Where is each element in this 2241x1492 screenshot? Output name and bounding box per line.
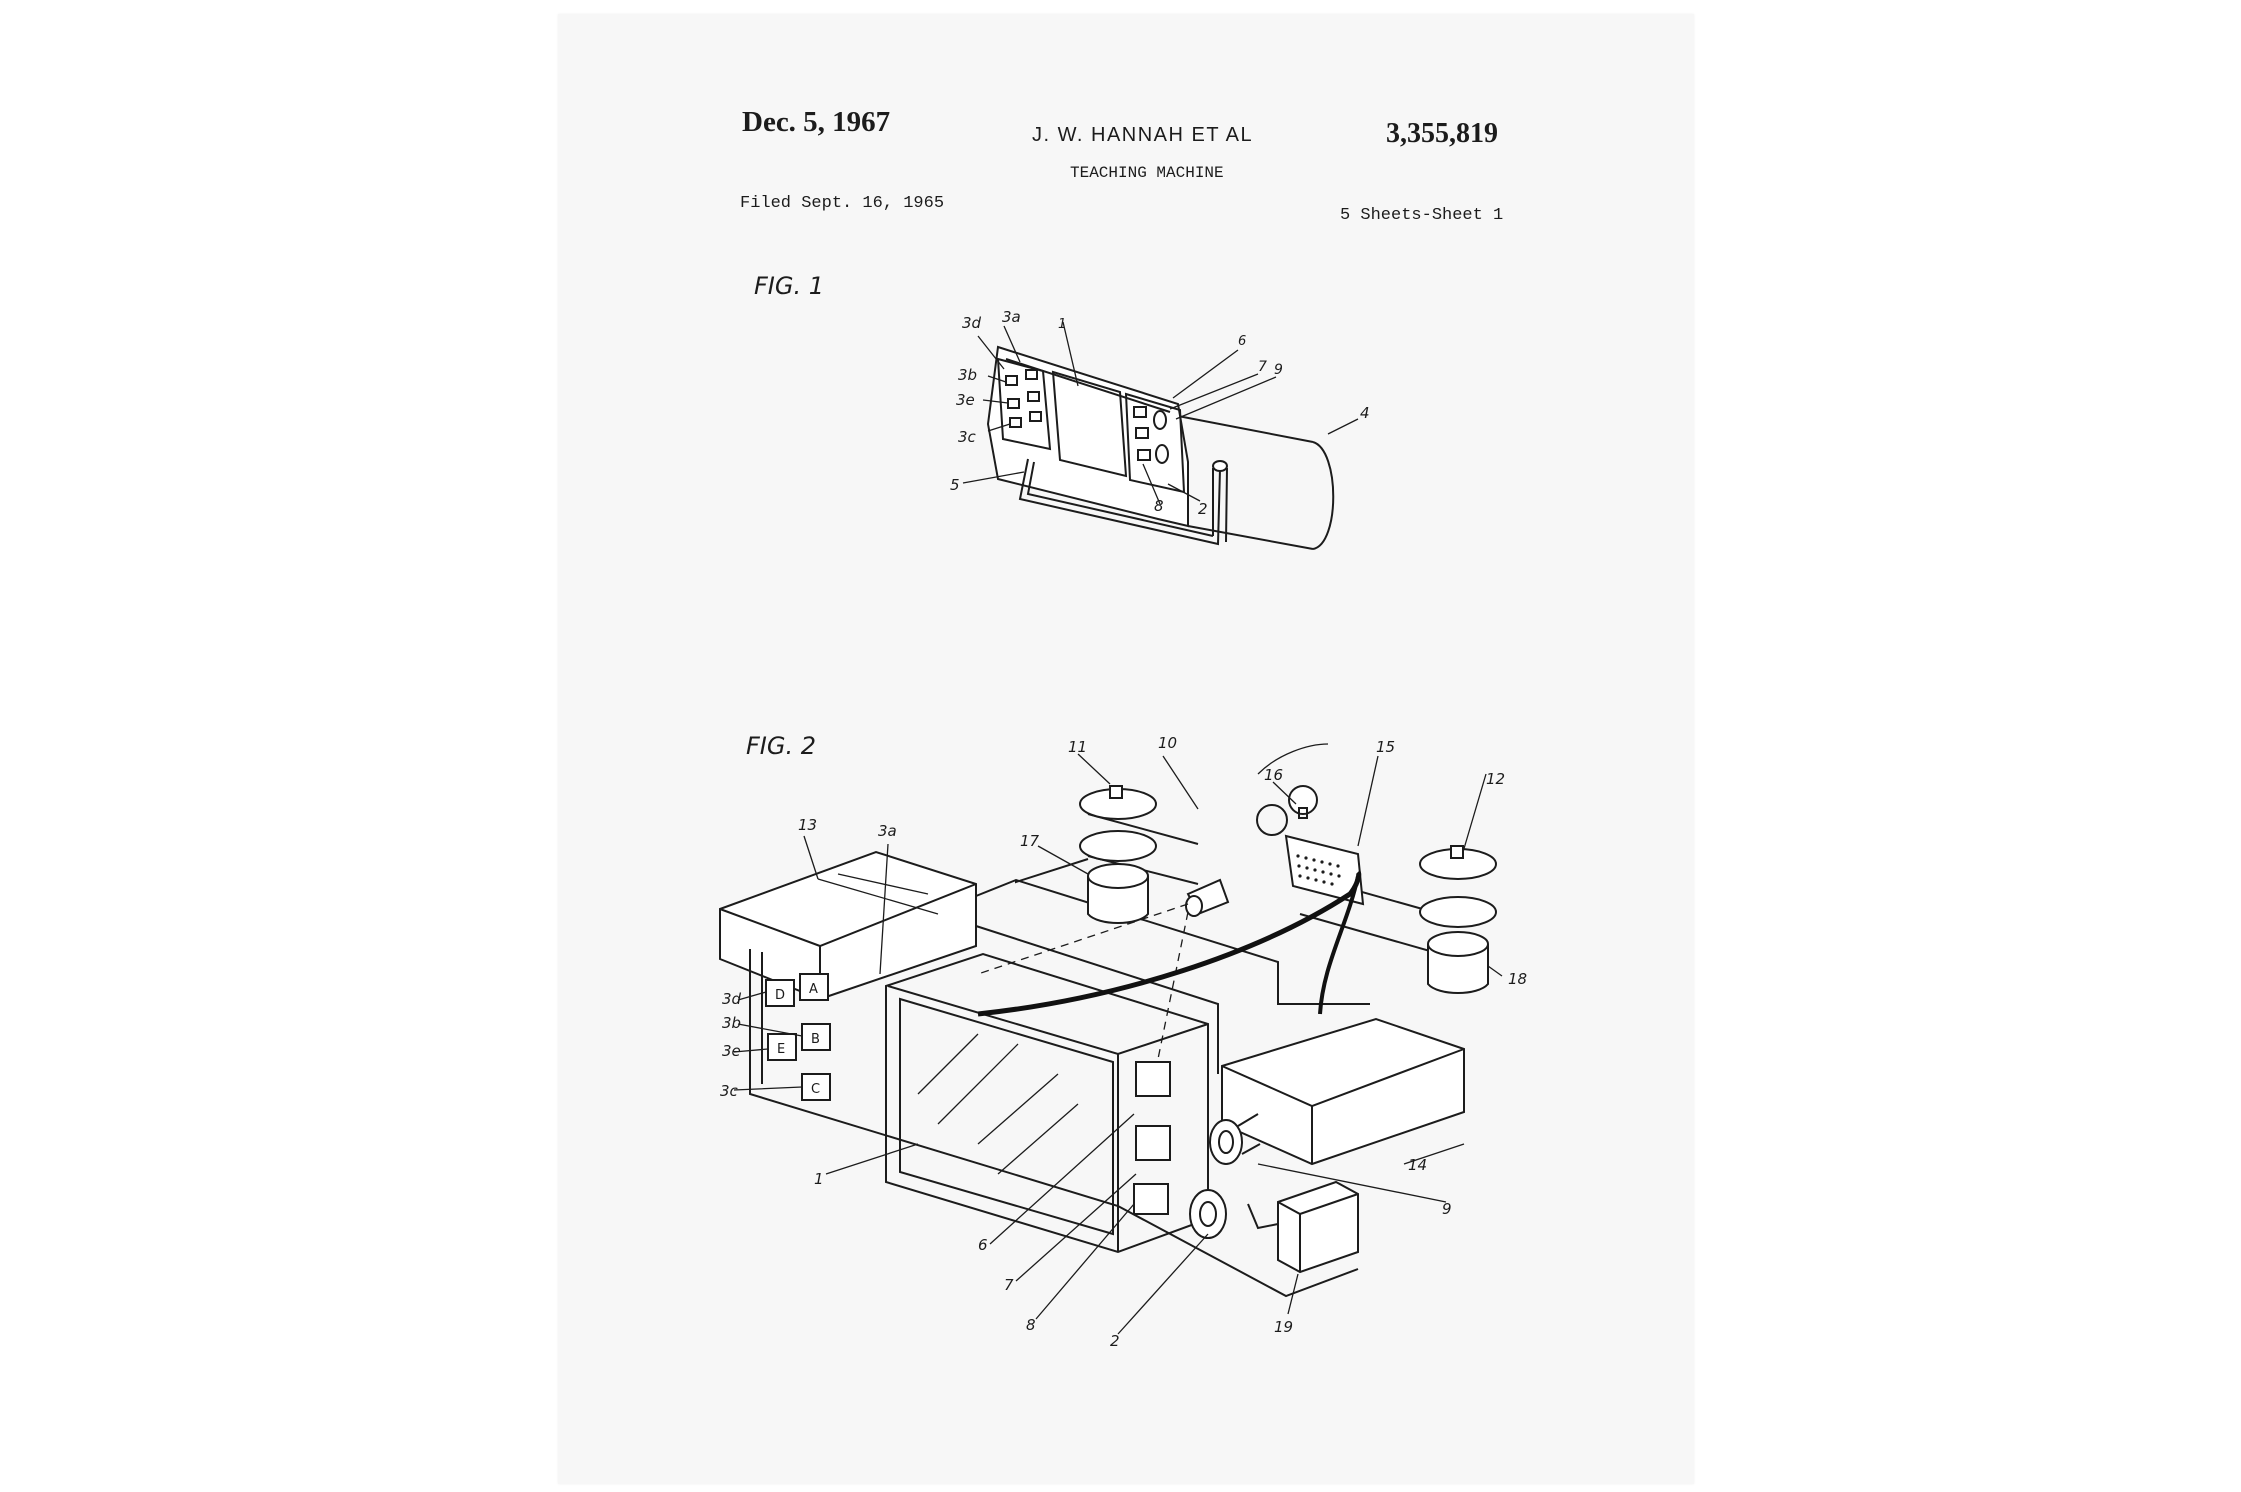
fig2-bulb-16 bbox=[1288, 785, 1318, 815]
fig1-key-panel bbox=[996, 357, 1052, 451]
fig2-ref-14: 14 bbox=[1408, 1156, 1427, 1174]
fig2-ref-7: 7 bbox=[1004, 1276, 1014, 1294]
fig2-ref-3a: 3a bbox=[878, 822, 897, 840]
fig2-ref-18: 18 bbox=[1508, 970, 1527, 988]
svg-text:A: A bbox=[809, 982, 818, 997]
patent-date: Dec. 5, 1967 bbox=[742, 106, 891, 138]
fig2-key-e bbox=[767, 1033, 797, 1061]
svg-text:C: C bbox=[811, 1082, 820, 1097]
fig1-drawing: FIG. 1 bbox=[754, 272, 1370, 550]
fig1-ref-3a: 3a bbox=[1002, 308, 1021, 326]
fig2-ref-17: 17 bbox=[1020, 832, 1040, 850]
fig1-stand bbox=[1018, 458, 1221, 546]
fig1-screen bbox=[1051, 370, 1128, 478]
fig2-gate-15 bbox=[1284, 834, 1365, 906]
fig2-ref-11: 11 bbox=[1068, 738, 1087, 756]
fig2-key-a bbox=[799, 973, 829, 1001]
fig2-ref-13: 13 bbox=[798, 816, 817, 834]
fig2-ref-3d: 3d bbox=[722, 990, 742, 1008]
svg-text:D: D bbox=[775, 988, 785, 1003]
fig2-button-8 bbox=[1133, 1183, 1169, 1215]
fig1-ref-6: 6 bbox=[1238, 334, 1246, 349]
fig1-ref-5: 5 bbox=[950, 476, 960, 494]
fig2-wire-frame bbox=[975, 878, 1370, 1005]
fig2-unit-13 bbox=[719, 850, 977, 1001]
fig1-ref-3b: 3b bbox=[958, 366, 977, 384]
sheet-count: 5 Sheets-Sheet 1 bbox=[1340, 206, 1504, 225]
fig2-ref-3e: 3e bbox=[722, 1042, 741, 1060]
fig1-ref-4: 4 bbox=[1360, 404, 1370, 422]
fig2-button-7 bbox=[1135, 1125, 1171, 1161]
fig2-ref-2: 2 bbox=[1110, 1332, 1120, 1350]
fig1-ref-9: 9 bbox=[1274, 362, 1283, 378]
patent-drawing: FIG. 1 bbox=[719, 272, 1527, 1350]
fig2-screen bbox=[899, 997, 1114, 1236]
fig2-lamp-9 bbox=[1209, 1119, 1243, 1165]
fig2-ref-1: 1 bbox=[814, 1170, 824, 1188]
fig2-key-d bbox=[765, 979, 795, 1007]
fig2-ref-10: 10 bbox=[1158, 734, 1177, 752]
fig1-label: FIG. 1 bbox=[754, 272, 824, 300]
fig2-lamp-2 bbox=[1189, 1189, 1227, 1239]
fig2-ref-9: 9 bbox=[1442, 1200, 1452, 1218]
svg-text:E: E bbox=[777, 1042, 785, 1057]
fig2-wire-loop bbox=[749, 949, 1359, 1298]
fig1-ref-3c: 3c bbox=[958, 428, 977, 446]
fig2-motor-18 bbox=[1427, 944, 1489, 994]
patent-title: TEACHING MACHINE bbox=[1070, 164, 1224, 182]
fig2-unit-14 bbox=[1221, 1017, 1465, 1166]
fig2-ref-3c: 3c bbox=[720, 1082, 739, 1100]
fig1-ref-1: 1 bbox=[1058, 317, 1066, 332]
fig2-button-6 bbox=[1135, 1061, 1171, 1097]
fig1-ref-8: 8 bbox=[1154, 497, 1164, 515]
fig1-ref-7: 7 bbox=[1258, 359, 1267, 375]
fig2-ref-8: 8 bbox=[1026, 1316, 1036, 1334]
fig2-unit-19 bbox=[1277, 1180, 1359, 1274]
inventor-name: J. W. HANNAH ET AL bbox=[1032, 124, 1254, 146]
patent-sheet: Dec. 5, 1967 J. W. HANNAH ET AL 3,355,81… bbox=[558, 14, 1694, 1484]
filed-date: Filed Sept. 16, 1965 bbox=[740, 194, 945, 213]
fig1-ref-2: 2 bbox=[1198, 500, 1208, 518]
fig1-ref-3d: 3d bbox=[962, 314, 982, 332]
fig2-label: FIG. 2 bbox=[746, 732, 816, 760]
fig2-drawing: FIG. 2 D A B E bbox=[719, 732, 1527, 1350]
fig2-cable bbox=[977, 870, 1362, 1017]
fig1-ref-3e: 3e bbox=[956, 391, 975, 409]
fig2-ref-15: 15 bbox=[1376, 738, 1395, 756]
fig2-ref-3b: 3b bbox=[722, 1014, 741, 1032]
fig2-ref-12: 12 bbox=[1486, 770, 1505, 788]
fig1-cylinder-top bbox=[1177, 415, 1314, 443]
patent-number: 3,355,819 bbox=[1386, 118, 1498, 149]
svg-text:B: B bbox=[811, 1032, 820, 1047]
fig1-cylinder-end bbox=[1312, 441, 1335, 550]
fig2-ref-16: 16 bbox=[1264, 766, 1283, 784]
fig2-key-b bbox=[801, 1023, 831, 1051]
fig2-ref-6: 6 bbox=[978, 1236, 988, 1254]
fig2-motor-17 bbox=[1087, 876, 1149, 924]
fig1-cylinder-bottom bbox=[1187, 525, 1314, 550]
fig2-ref-19: 19 bbox=[1274, 1318, 1293, 1336]
